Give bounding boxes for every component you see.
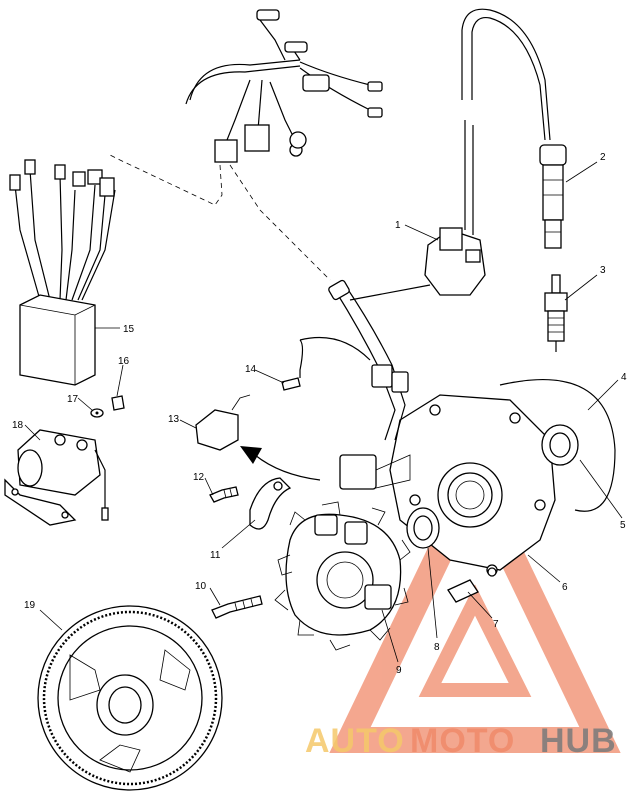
callout-2: 2 xyxy=(600,152,606,163)
leader-lines xyxy=(24,161,623,663)
callout-1: 1 xyxy=(395,220,401,231)
flywheel xyxy=(37,605,223,791)
callout-13: 13 xyxy=(168,414,180,425)
watermark-moto: MOTO xyxy=(410,722,515,760)
watermark-text: AUTO MOTO HUB xyxy=(305,722,617,760)
watermark-triangle-logo xyxy=(329,449,621,753)
watermark-auto: AUTO xyxy=(305,722,405,760)
starter-solenoid xyxy=(4,429,109,526)
callout-19: 19 xyxy=(24,600,36,611)
stator-assembly xyxy=(274,501,411,651)
callout-6: 6 xyxy=(562,582,568,593)
callout-11: 11 xyxy=(210,550,221,561)
wire-harness-connectors xyxy=(109,9,383,281)
callout-5: 5 xyxy=(620,520,626,531)
callout-15: 15 xyxy=(123,324,135,335)
stator-wire-loom xyxy=(299,279,411,490)
screw-14 xyxy=(281,377,301,391)
callout-3: 3 xyxy=(600,265,606,276)
watermark-hub: HUB xyxy=(540,722,617,760)
ignition-coil xyxy=(349,8,551,301)
callout-12: 12 xyxy=(193,472,205,483)
wire-clamp xyxy=(249,477,292,530)
callout-18: 18 xyxy=(12,420,24,431)
callout-14: 14 xyxy=(245,364,257,375)
pickup-coil xyxy=(195,394,251,451)
callout-10: 10 xyxy=(195,581,207,592)
screw-12 xyxy=(209,486,239,503)
spark-plug-cap xyxy=(539,144,567,249)
callout-17: 17 xyxy=(67,394,79,405)
spark-plug xyxy=(544,274,568,352)
callout-labels: 1 2 3 4 5 6 7 8 9 10 11 12 13 14 15 16 1… xyxy=(12,152,627,676)
callout-8: 8 xyxy=(434,642,440,653)
oil-seal xyxy=(406,507,440,549)
callout-7: 7 xyxy=(493,619,499,630)
cdi-box xyxy=(9,159,116,386)
callout-4: 4 xyxy=(621,372,627,383)
nut-washer xyxy=(90,395,125,418)
bolt-7 xyxy=(447,567,497,603)
direction-arrow xyxy=(240,446,321,481)
screw-10 xyxy=(211,595,263,619)
callout-16: 16 xyxy=(118,356,130,367)
callout-9: 9 xyxy=(396,665,402,676)
